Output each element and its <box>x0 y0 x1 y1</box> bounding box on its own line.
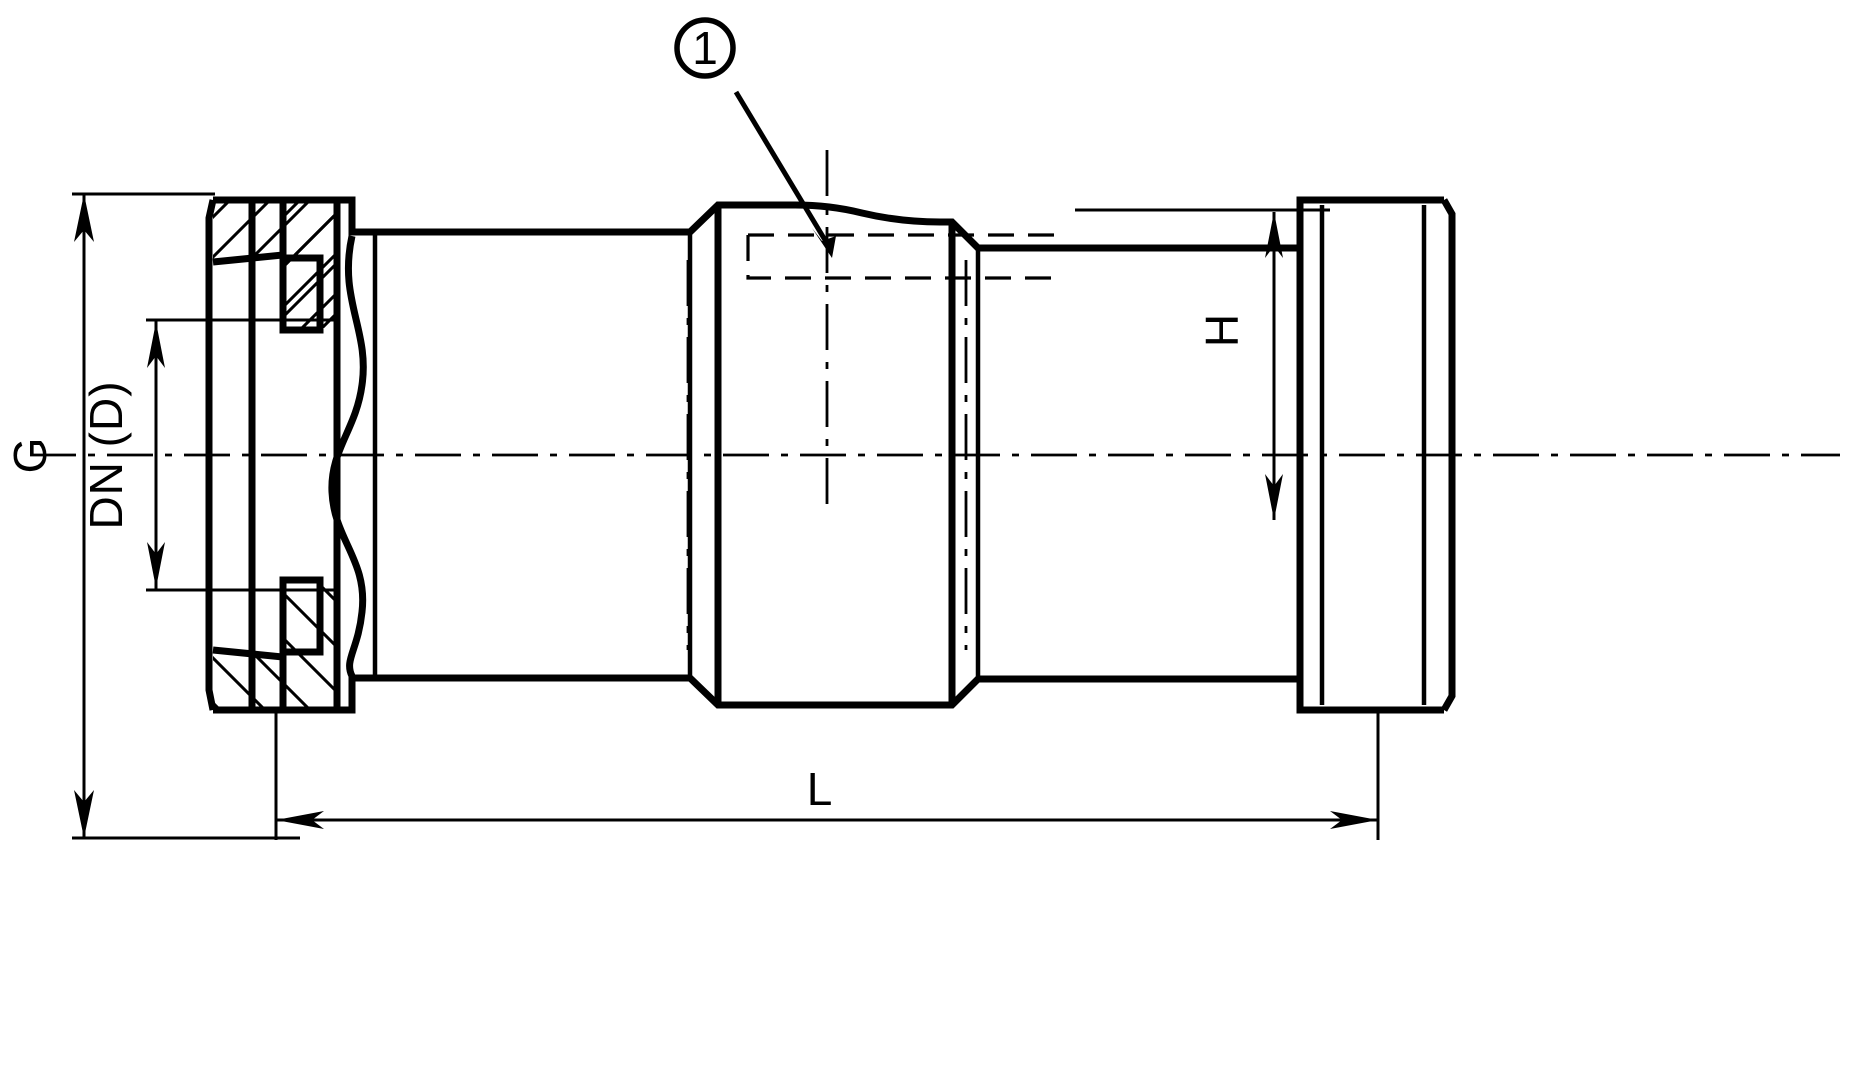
dimension-G: G <box>4 192 300 840</box>
l-arrow-left <box>276 811 324 829</box>
internal-construction-lines <box>686 233 1058 650</box>
h-arrow-top <box>1265 212 1283 258</box>
callout-leader-line <box>733 90 831 247</box>
dimension-L: L <box>274 712 1380 840</box>
dimension-label-L: L <box>807 763 834 815</box>
callout-1-group: 1 <box>674 17 836 258</box>
section-hatch-upper-right <box>283 200 337 328</box>
callout-circle <box>674 17 736 79</box>
l-arrow-right <box>1330 811 1378 829</box>
callout-arrowhead <box>812 228 836 258</box>
dimension-label-H: H <box>1196 313 1248 347</box>
callout-number: 1 <box>692 22 718 74</box>
dimension-label-G: G <box>4 437 56 474</box>
centre-lines <box>30 150 1840 510</box>
dimension-label-DN: DN (D) <box>80 380 132 529</box>
section-hatch-lower <box>213 580 337 710</box>
dn-arrow-bottom <box>147 542 165 588</box>
g-arrow-top <box>74 194 94 242</box>
h-arrow-bottom <box>1265 474 1283 520</box>
dimension-H: H <box>1075 208 1330 520</box>
g-arrow-bottom <box>74 790 94 838</box>
left-socket-section <box>212 196 378 714</box>
dn-arrow-top <box>147 322 165 368</box>
dimension-DN: DN (D) <box>80 318 340 592</box>
